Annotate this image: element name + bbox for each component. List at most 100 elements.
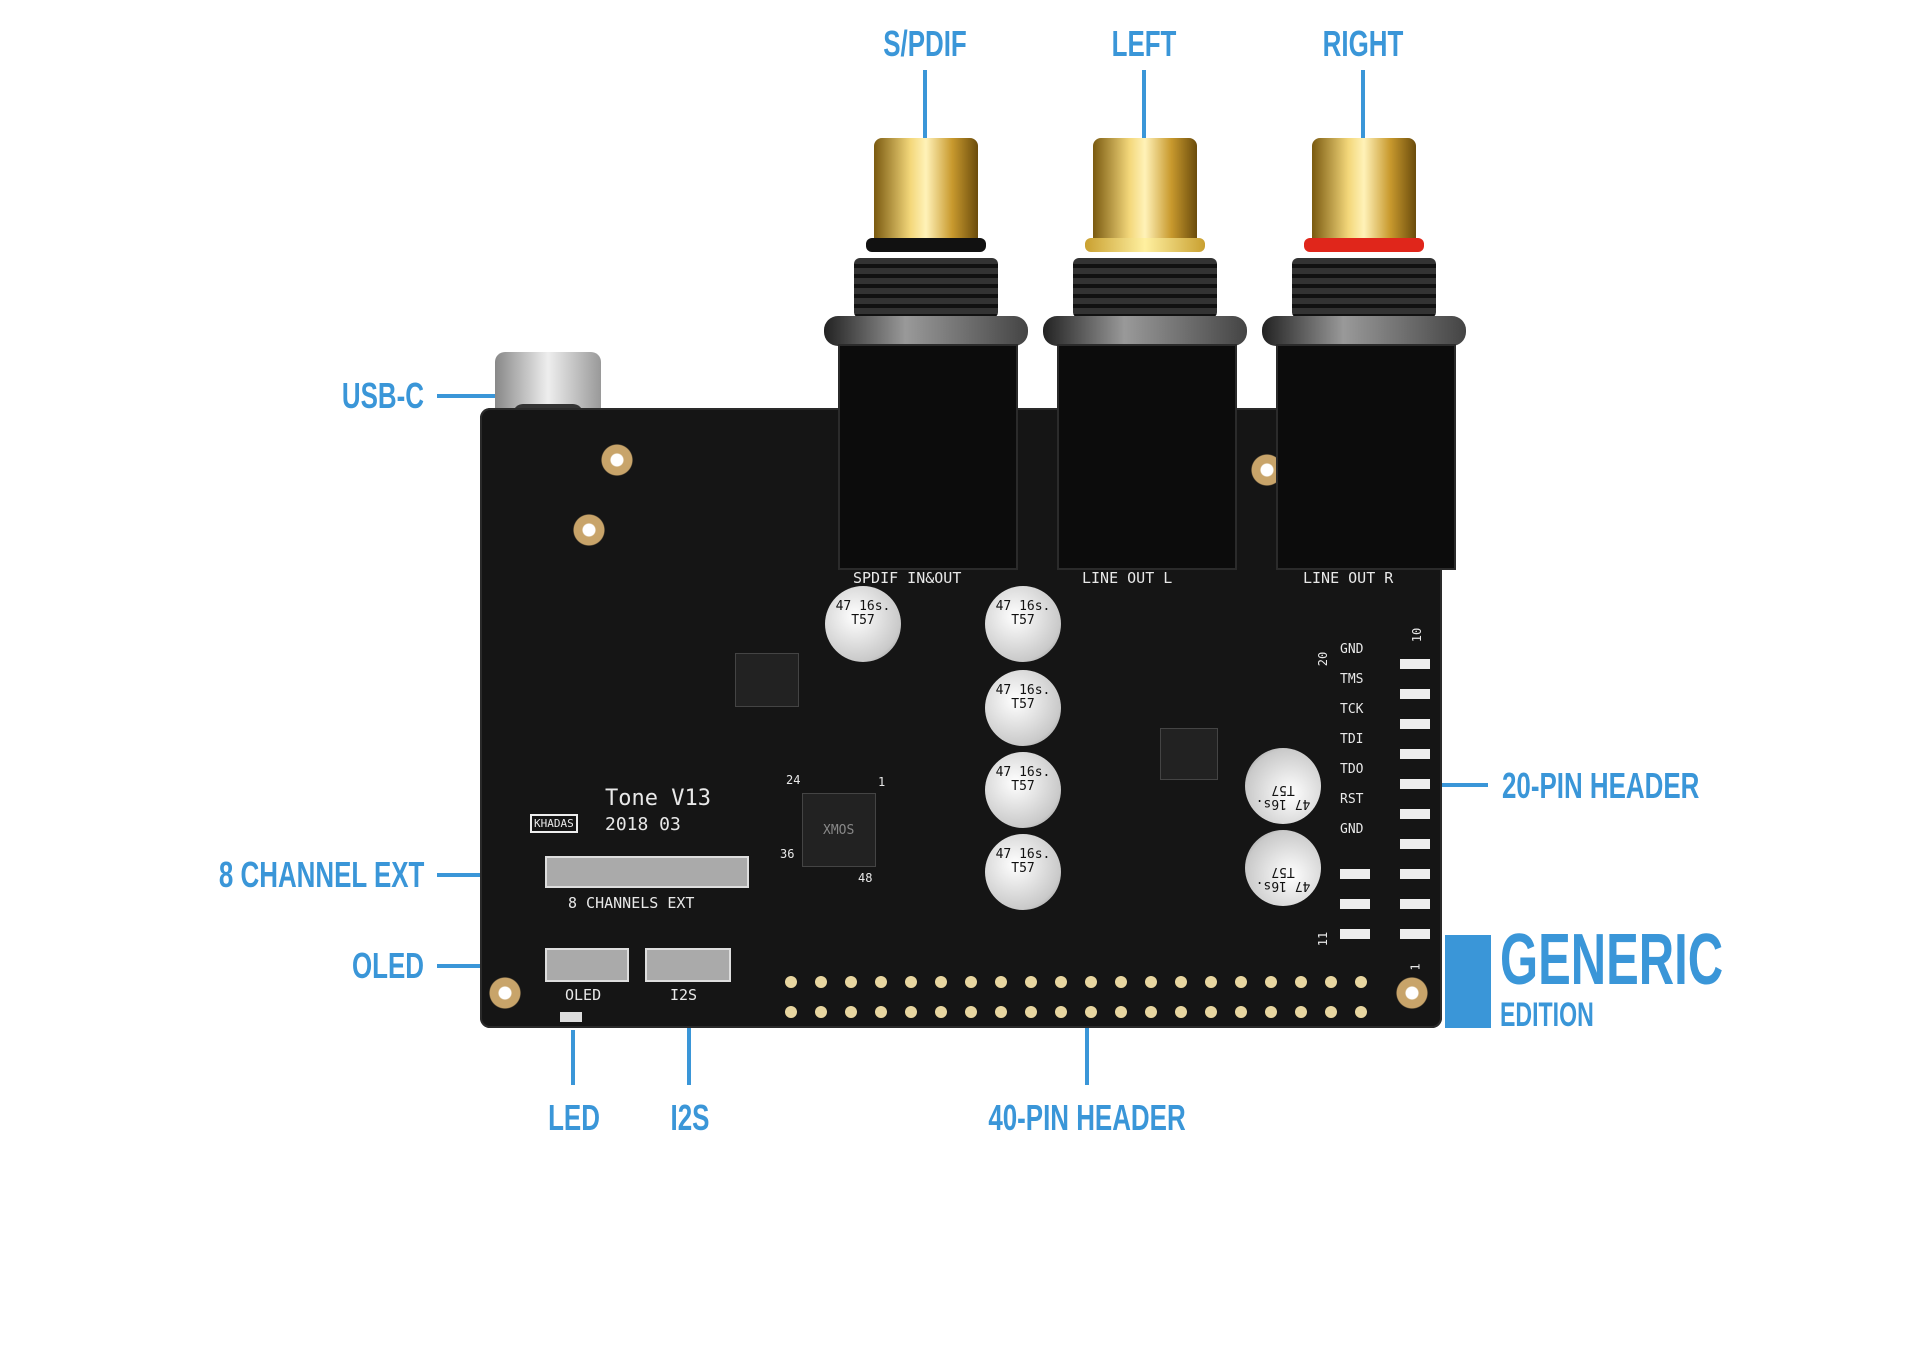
capacitor: 47 16s. T57 bbox=[985, 834, 1061, 910]
callout-40-pin-header: 40-PIN HEADER bbox=[988, 1097, 1186, 1138]
capacitor: 47 16s. T57 bbox=[985, 586, 1061, 662]
header-pin bbox=[1295, 976, 1307, 988]
silk-oled: OLED bbox=[565, 986, 602, 1004]
header-pad bbox=[1400, 779, 1430, 789]
header-pin bbox=[965, 976, 977, 988]
leader-line bbox=[687, 975, 691, 1085]
header-pad bbox=[1400, 929, 1430, 939]
pcb-board: SPDIF IN&OUT LINE OUT L LINE OUT R KHADA… bbox=[480, 408, 1442, 1028]
header-pin bbox=[785, 976, 797, 988]
header-pin bbox=[1085, 1006, 1097, 1018]
left-rca-jack bbox=[1043, 138, 1247, 570]
xmos-chip: XMOS bbox=[802, 793, 876, 867]
callout-8-channel-ext: 8 CHANNEL EXT bbox=[218, 854, 424, 895]
header-pin bbox=[1265, 1006, 1277, 1018]
spdif-rca-jack bbox=[824, 138, 1028, 570]
mount-hole bbox=[600, 443, 634, 477]
khadas-logo: KHADAS bbox=[530, 814, 578, 833]
callout-i2s: I2S bbox=[670, 1097, 710, 1138]
mount-hole bbox=[1395, 976, 1429, 1010]
capacitor: 47 16s. T57 bbox=[985, 670, 1061, 746]
chip-pin-number: 1 bbox=[878, 775, 886, 789]
callout-left: LEFT bbox=[1111, 23, 1177, 64]
callout-20-pin-header: 20-PIN HEADER bbox=[1502, 765, 1700, 806]
header-pad bbox=[1340, 929, 1370, 939]
header-pad bbox=[1400, 689, 1430, 699]
leader-line bbox=[1085, 1005, 1089, 1085]
header-pin bbox=[1145, 1006, 1157, 1018]
header-pin bbox=[785, 1006, 797, 1018]
header-pad bbox=[1340, 899, 1370, 909]
capacitor: 47 16s. T57 bbox=[1245, 830, 1321, 906]
header-pin bbox=[1085, 976, 1097, 988]
header-pin bbox=[1175, 976, 1187, 988]
silk-model: Tone V13 bbox=[605, 786, 711, 811]
oled-connector bbox=[545, 948, 629, 982]
callout-led: LED bbox=[548, 1097, 600, 1138]
header-pin bbox=[815, 1006, 827, 1018]
header-pad bbox=[1400, 899, 1430, 909]
edition-bar bbox=[1445, 935, 1491, 1028]
i2s-connector bbox=[645, 948, 731, 982]
header-pin bbox=[1025, 976, 1037, 988]
leader-line bbox=[923, 70, 927, 138]
leader-line bbox=[437, 394, 495, 398]
header-pad bbox=[1340, 869, 1370, 879]
ic-chip bbox=[1160, 728, 1218, 780]
header-pin bbox=[1235, 1006, 1247, 1018]
capacitor: 47 16s. T57 bbox=[985, 752, 1061, 828]
leader-line bbox=[1142, 70, 1146, 138]
header-pin bbox=[1265, 976, 1277, 988]
leader-line bbox=[571, 1030, 575, 1085]
header-pin bbox=[1205, 976, 1217, 988]
right-rca-jack bbox=[1262, 138, 1466, 570]
ic-chip bbox=[735, 653, 799, 707]
header-pin bbox=[1355, 976, 1367, 988]
callout-right: RIGHT bbox=[1322, 23, 1404, 64]
header-pad bbox=[1400, 809, 1430, 819]
8-channel-ext-connector bbox=[545, 856, 749, 888]
header-pad bbox=[1400, 869, 1430, 879]
header-pin bbox=[1025, 1006, 1037, 1018]
capacitor: 47 16s. T57 bbox=[825, 586, 901, 662]
header-pin bbox=[1325, 1006, 1337, 1018]
header-pad bbox=[1400, 749, 1430, 759]
leader-line bbox=[1442, 783, 1488, 787]
header-pin bbox=[935, 1006, 947, 1018]
led bbox=[560, 1012, 582, 1022]
chip-pin-number: 24 bbox=[786, 773, 801, 787]
silk-date: 2018 03 bbox=[605, 814, 681, 835]
header-pin bbox=[905, 976, 917, 988]
header-pin bbox=[1055, 976, 1067, 988]
chip-pin-number: 48 bbox=[858, 871, 873, 885]
header-pin bbox=[1355, 1006, 1367, 1018]
edition-subtitle: EDITION bbox=[1500, 996, 1594, 1034]
header-pad bbox=[1400, 839, 1430, 849]
header-pin bbox=[935, 976, 947, 988]
silk-ext: 8 CHANNELS EXT bbox=[568, 894, 695, 912]
mount-hole bbox=[572, 513, 606, 547]
edition-title: GENERIC bbox=[1500, 920, 1724, 1000]
20-pin-header: GND TMS TCK TDI TDO RST GND 20 10 11 1 bbox=[1316, 628, 1430, 971]
header-pin bbox=[1055, 1006, 1067, 1018]
header-pin bbox=[995, 976, 1007, 988]
header-pad bbox=[1400, 659, 1430, 669]
capacitor: 47 16s. T57 bbox=[1245, 748, 1321, 824]
chip-pin-number: 36 bbox=[780, 847, 795, 861]
header-pin bbox=[1115, 1006, 1127, 1018]
header-pin bbox=[875, 1006, 887, 1018]
silk-spdif: SPDIF IN&OUT bbox=[853, 569, 962, 587]
header-pin bbox=[875, 976, 887, 988]
header-pin bbox=[1295, 1006, 1307, 1018]
silk-line-out-l: LINE OUT L bbox=[1082, 569, 1173, 587]
header-pin bbox=[965, 1006, 977, 1018]
header-pin bbox=[905, 1006, 917, 1018]
header-pad bbox=[1400, 719, 1430, 729]
header-pin bbox=[845, 976, 857, 988]
header-pin bbox=[1145, 976, 1157, 988]
header-pin bbox=[1235, 976, 1247, 988]
leader-line bbox=[1361, 70, 1365, 138]
mount-hole bbox=[488, 976, 522, 1010]
header-pin bbox=[1175, 1006, 1187, 1018]
